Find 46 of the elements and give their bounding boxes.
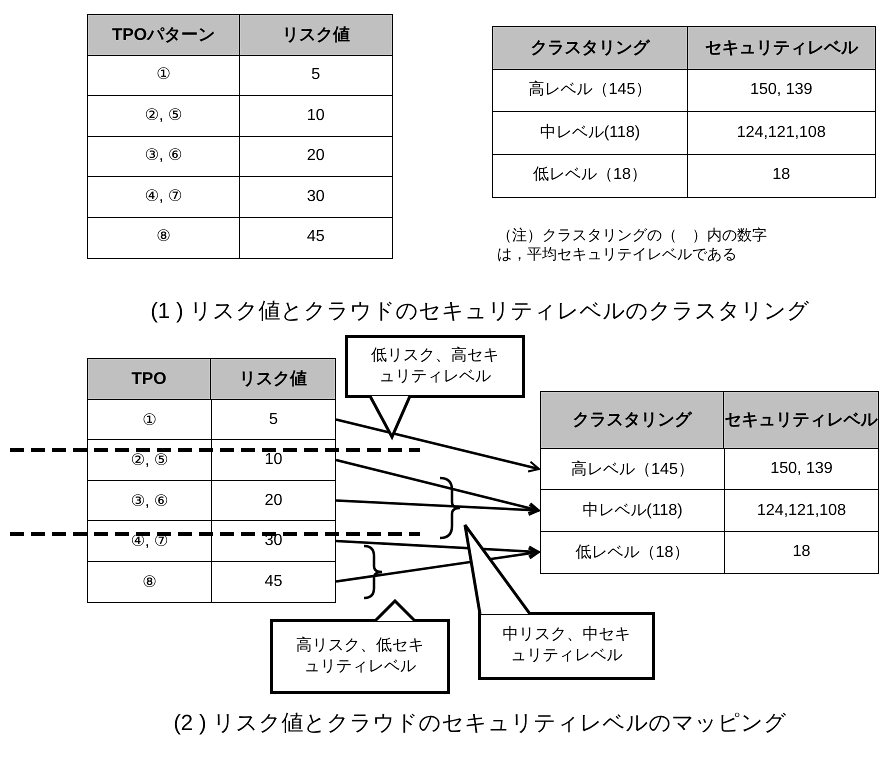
callout-text: 中リスク、中セキュリティレベル (502, 624, 632, 666)
header-cell: リスク値 (210, 358, 336, 400)
arrow (336, 458, 540, 514)
table-cell-text: 45 (264, 572, 284, 592)
caption: (1 ) リスク値とクラウドのセキュリティレベルのクラスタリング (149, 297, 811, 325)
table-cell: 低レベル（18） (541, 532, 725, 572)
header-cell: セキュリティレベル (722, 391, 879, 449)
header-cell: リスク値 (238, 14, 393, 56)
table-row (87, 520, 336, 562)
caption: (2 ) リスク値とクラウドのセキュリティレベルのマッピング (172, 709, 788, 737)
table-row (540, 530, 879, 574)
header-cell: TPOパターン (87, 14, 240, 56)
callout-text: 低リスク、高セキュリティレベル (370, 346, 500, 386)
arrow (336, 540, 540, 558)
table-cell-text: 5 (268, 410, 279, 430)
table-cell-text: 150, 139 (769, 459, 834, 479)
table-cell: ⑧ (87, 216, 240, 258)
table-cell: 124,121,108 (686, 111, 876, 155)
arrow (336, 499, 540, 516)
table-row (540, 448, 879, 490)
table-cell: 18 (686, 154, 876, 198)
table-cell: 中レベル(118) (492, 111, 688, 155)
table-cell: ②, ⑤ (87, 95, 240, 137)
header-cell: TPO (87, 358, 211, 400)
table-cell: 45 (238, 216, 393, 258)
header-cell: クラスタリング (492, 26, 688, 70)
header-cell: セキュリティレベル (686, 26, 876, 70)
table-row (87, 480, 336, 522)
header-cell: クラスタリング (540, 391, 724, 449)
table-cell-text: 124,121,108 (756, 500, 847, 520)
table-cell-text: 20 (264, 490, 284, 510)
table-row (87, 560, 336, 602)
note-text: （注）クラスタリングの（ ）内の数字は，平均セキュリテイレベルである (497, 226, 768, 264)
table-row (87, 439, 336, 481)
table-cell-text: 18 (792, 542, 812, 562)
table-cell: 低レベル（18） (492, 154, 688, 198)
table-row (540, 489, 879, 532)
table-cell-text: 10 (264, 450, 284, 470)
table-cell: 10 (238, 95, 393, 137)
arrow (336, 548, 540, 583)
table-cell: ⑧ (88, 562, 212, 602)
table-row (87, 398, 336, 440)
table-cell: 30 (238, 176, 393, 218)
table-cell: ④, ⑦ (87, 176, 240, 218)
arrow (336, 418, 540, 472)
callout-text: 高リスク、低セキュリティレベル (295, 636, 425, 676)
